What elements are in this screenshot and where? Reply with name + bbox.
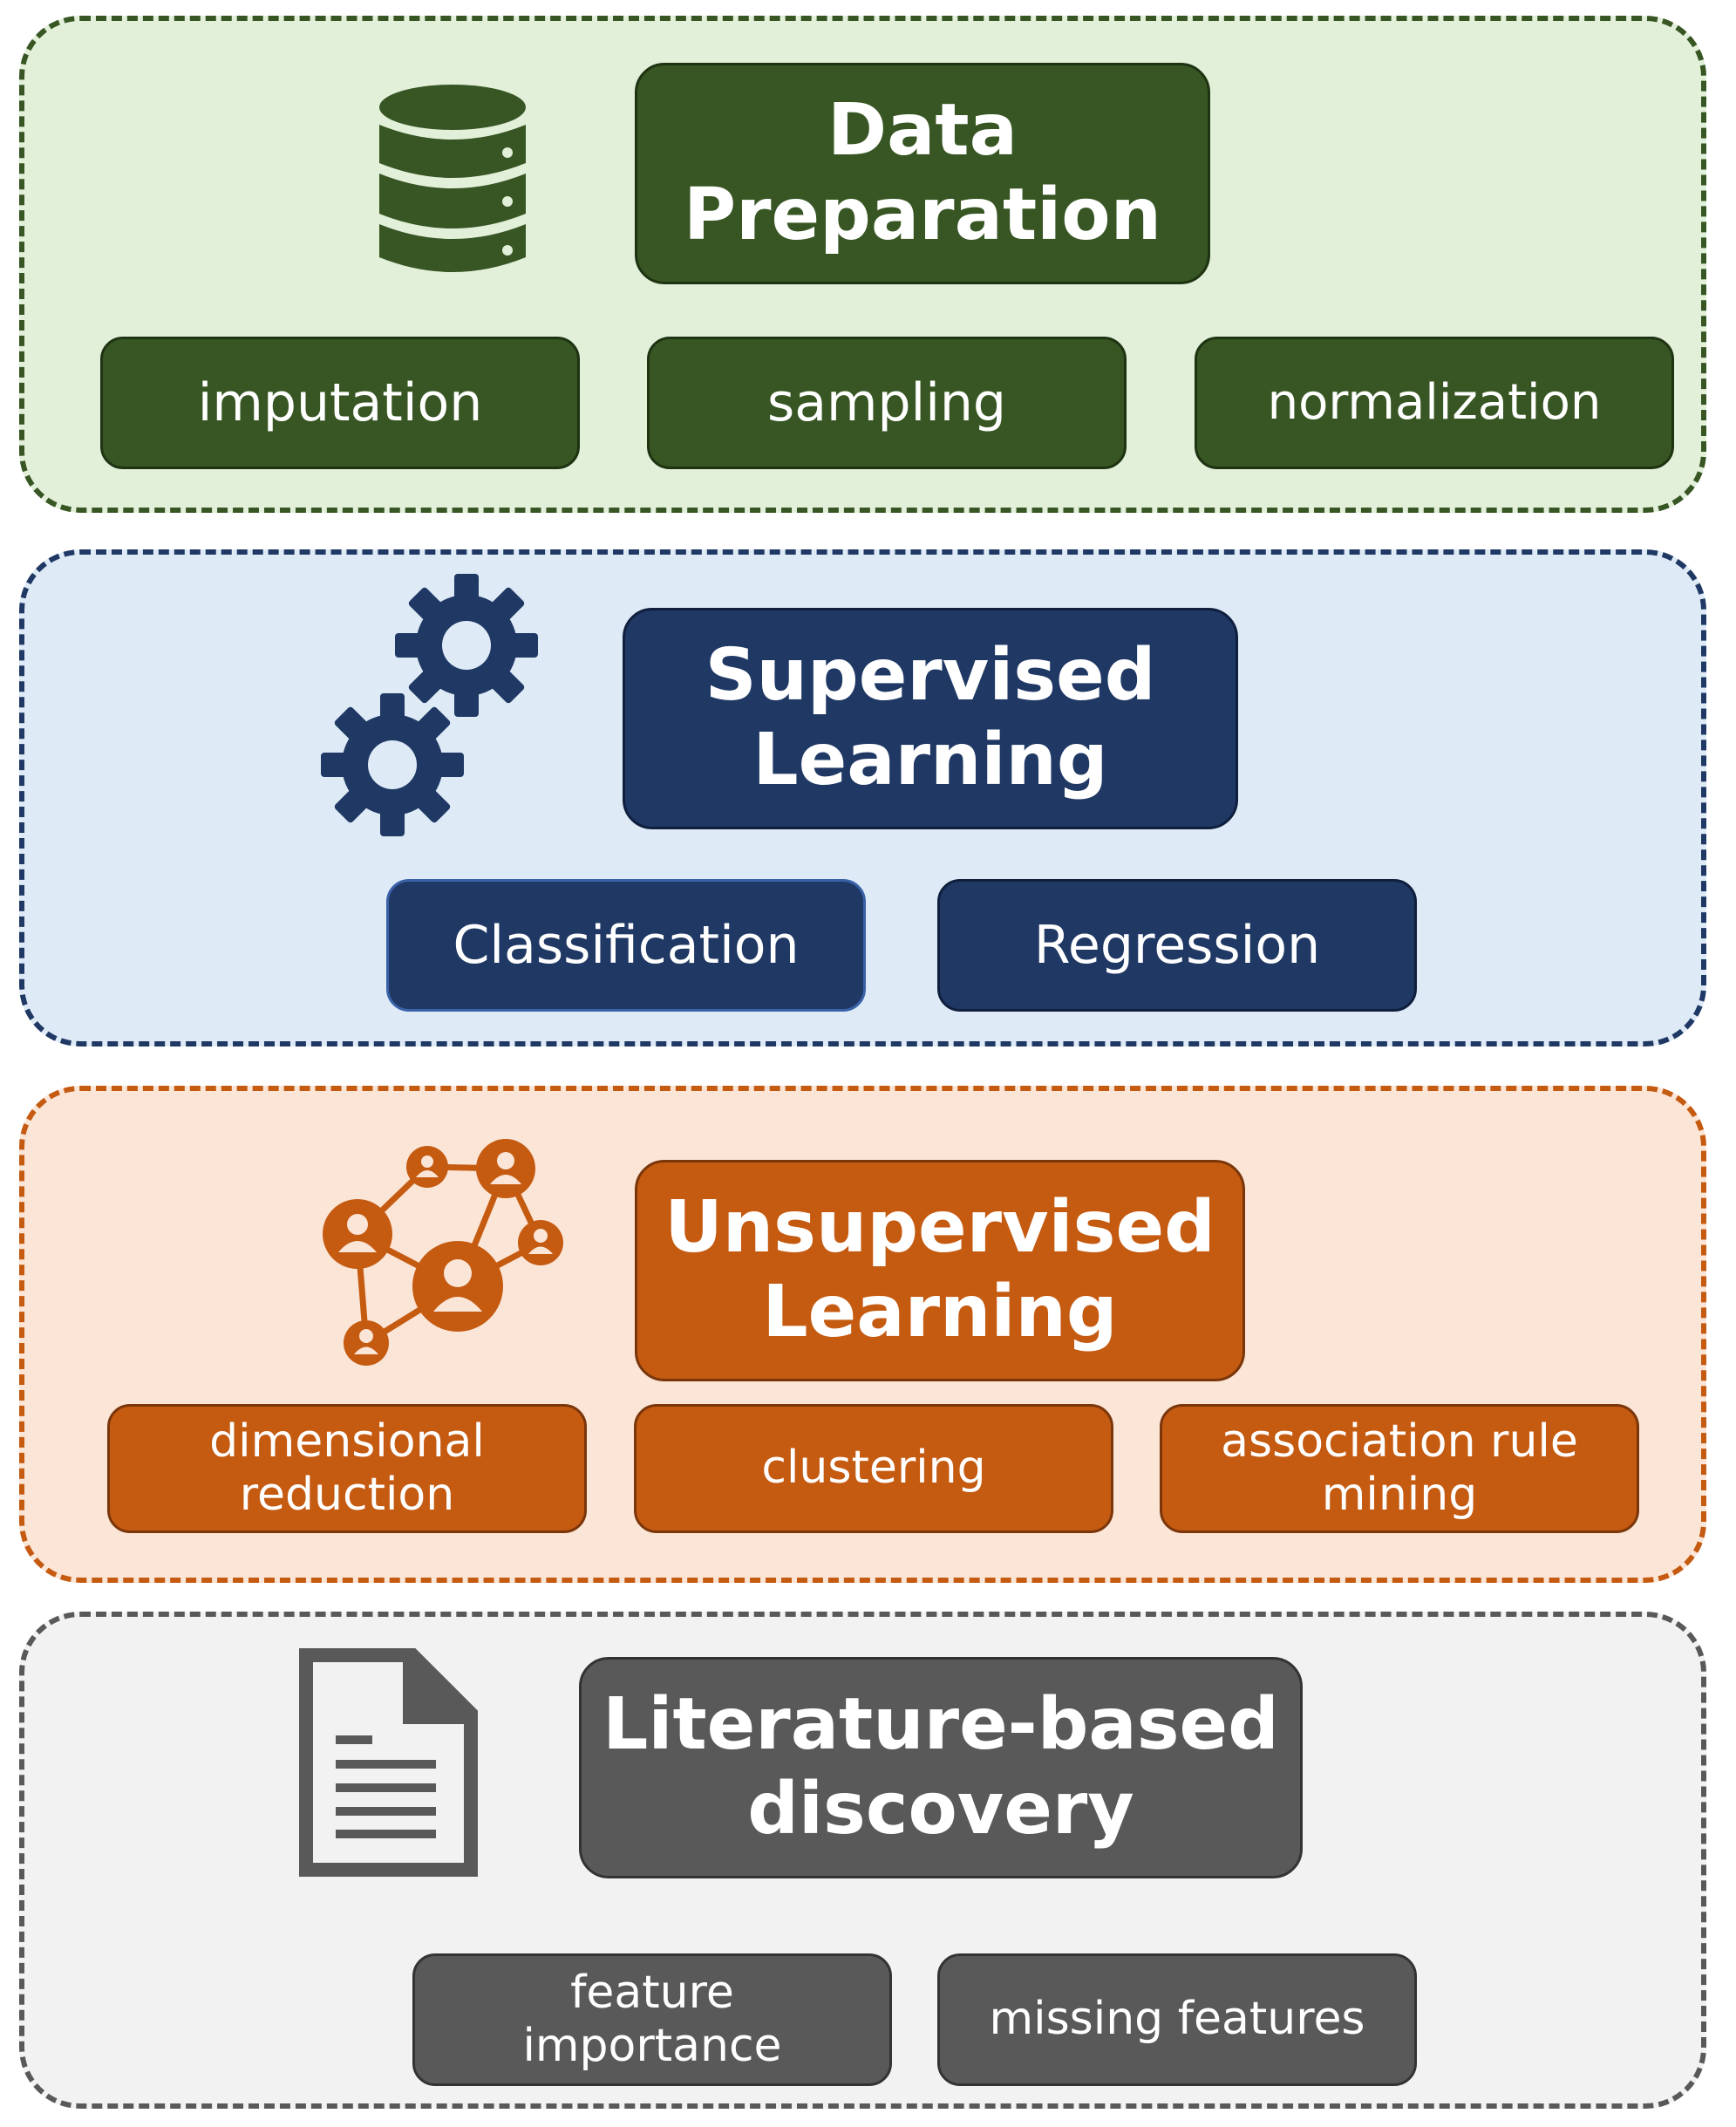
literature-based-discovery-title: Literature-based discovery: [579, 1657, 1303, 1878]
normalization-box: normalization: [1195, 337, 1674, 469]
database-icon: [379, 85, 526, 272]
missing-features-box: missing features: [937, 1953, 1417, 2086]
feature-importance-box: feature importance: [412, 1953, 892, 2086]
unsupervised-learning-title: Unsupervised Learning: [635, 1160, 1245, 1381]
document-icon: [299, 1648, 478, 1877]
association-rule-mining-box: association rule mining: [1160, 1404, 1639, 1533]
regression-box: Regression: [937, 879, 1417, 1012]
network-icon: [323, 1139, 563, 1366]
sampling-box: sampling: [647, 337, 1127, 469]
clustering-box: clustering: [634, 1404, 1113, 1533]
imputation-box: imputation: [100, 337, 580, 469]
gears-icon: [321, 574, 538, 836]
data-preparation-title: Data Preparation: [635, 63, 1210, 284]
classification-box: Classification: [386, 879, 866, 1012]
dimensional-reduction-box: dimensional reduction: [107, 1404, 587, 1533]
supervised-learning-title: Supervised Learning: [623, 608, 1238, 829]
